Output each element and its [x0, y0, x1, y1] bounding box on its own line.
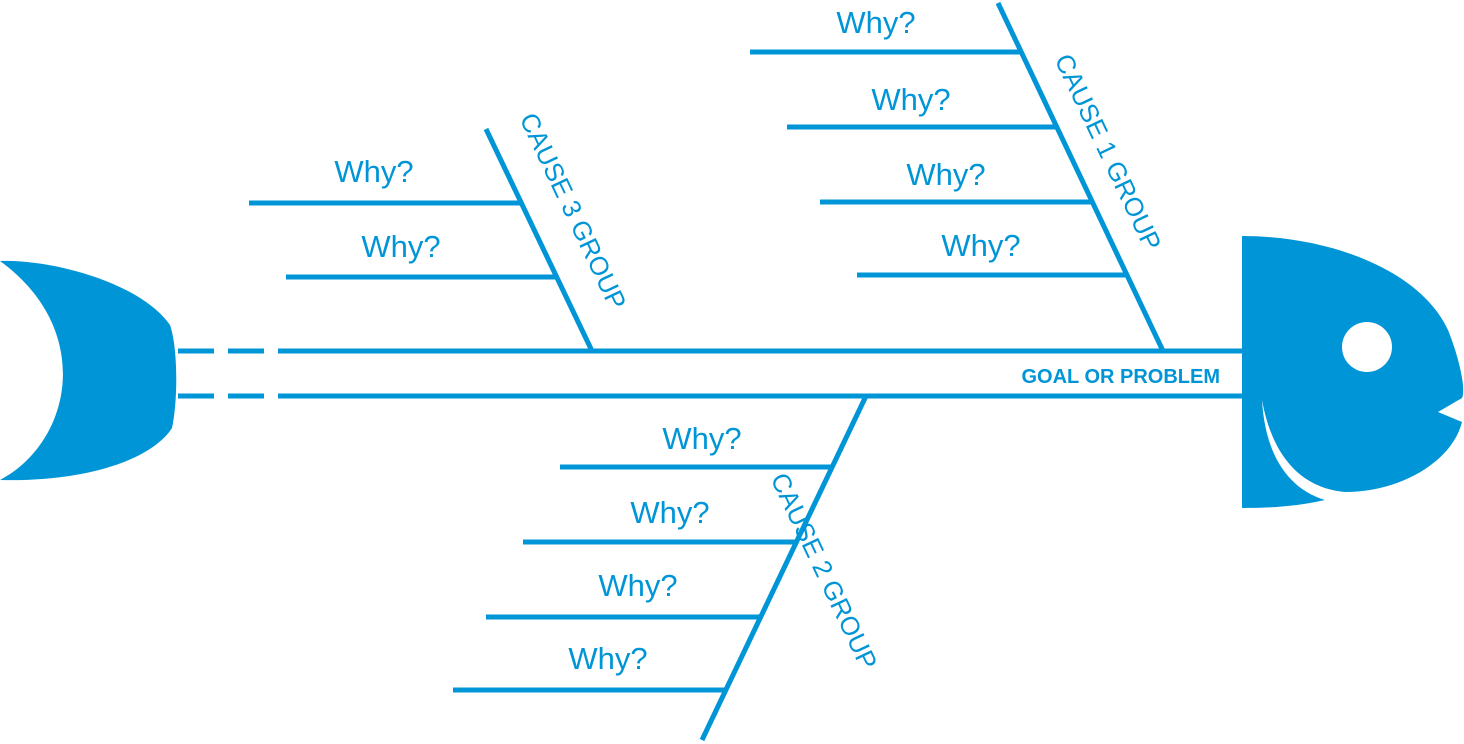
cause-3-bone	[483, 127, 595, 353]
fish-eye-icon	[1342, 322, 1392, 372]
cause-3-label: CAUSE 3 GROUP	[514, 108, 633, 314]
cause-1-why-2-label: Why?	[871, 82, 950, 117]
cause-2-why-4-label: Why?	[568, 641, 647, 676]
cause-3-branch: Why? Why? CAUSE 3 GROUP	[249, 108, 633, 353]
cause-2-branch: Why? Why? Why? Why? CAUSE 2 GROUP	[453, 394, 884, 742]
fish-tail-icon	[0, 260, 177, 481]
cause-1-why-3-label: Why?	[906, 157, 985, 192]
fish-head-icon	[1242, 236, 1464, 508]
cause-3-why-2-label: Why?	[361, 229, 440, 264]
cause-1-why-4-label: Why?	[941, 228, 1020, 263]
goal-label: GOAL OR PROBLEM	[1021, 366, 1220, 388]
cause-1-branch: Why? Why? Why? Why? CAUSE 1 GROUP	[750, 1, 1168, 353]
cause-2-why-2-label: Why?	[630, 495, 709, 530]
cause-1-bone	[995, 1, 1166, 353]
cause-2-why-1-label: Why?	[662, 421, 741, 456]
cause-3-why-1-label: Why?	[334, 154, 413, 189]
cause-1-why-1-label: Why?	[836, 5, 915, 40]
cause-2-why-3-label: Why?	[598, 568, 677, 603]
cause-2-bone	[699, 394, 869, 742]
